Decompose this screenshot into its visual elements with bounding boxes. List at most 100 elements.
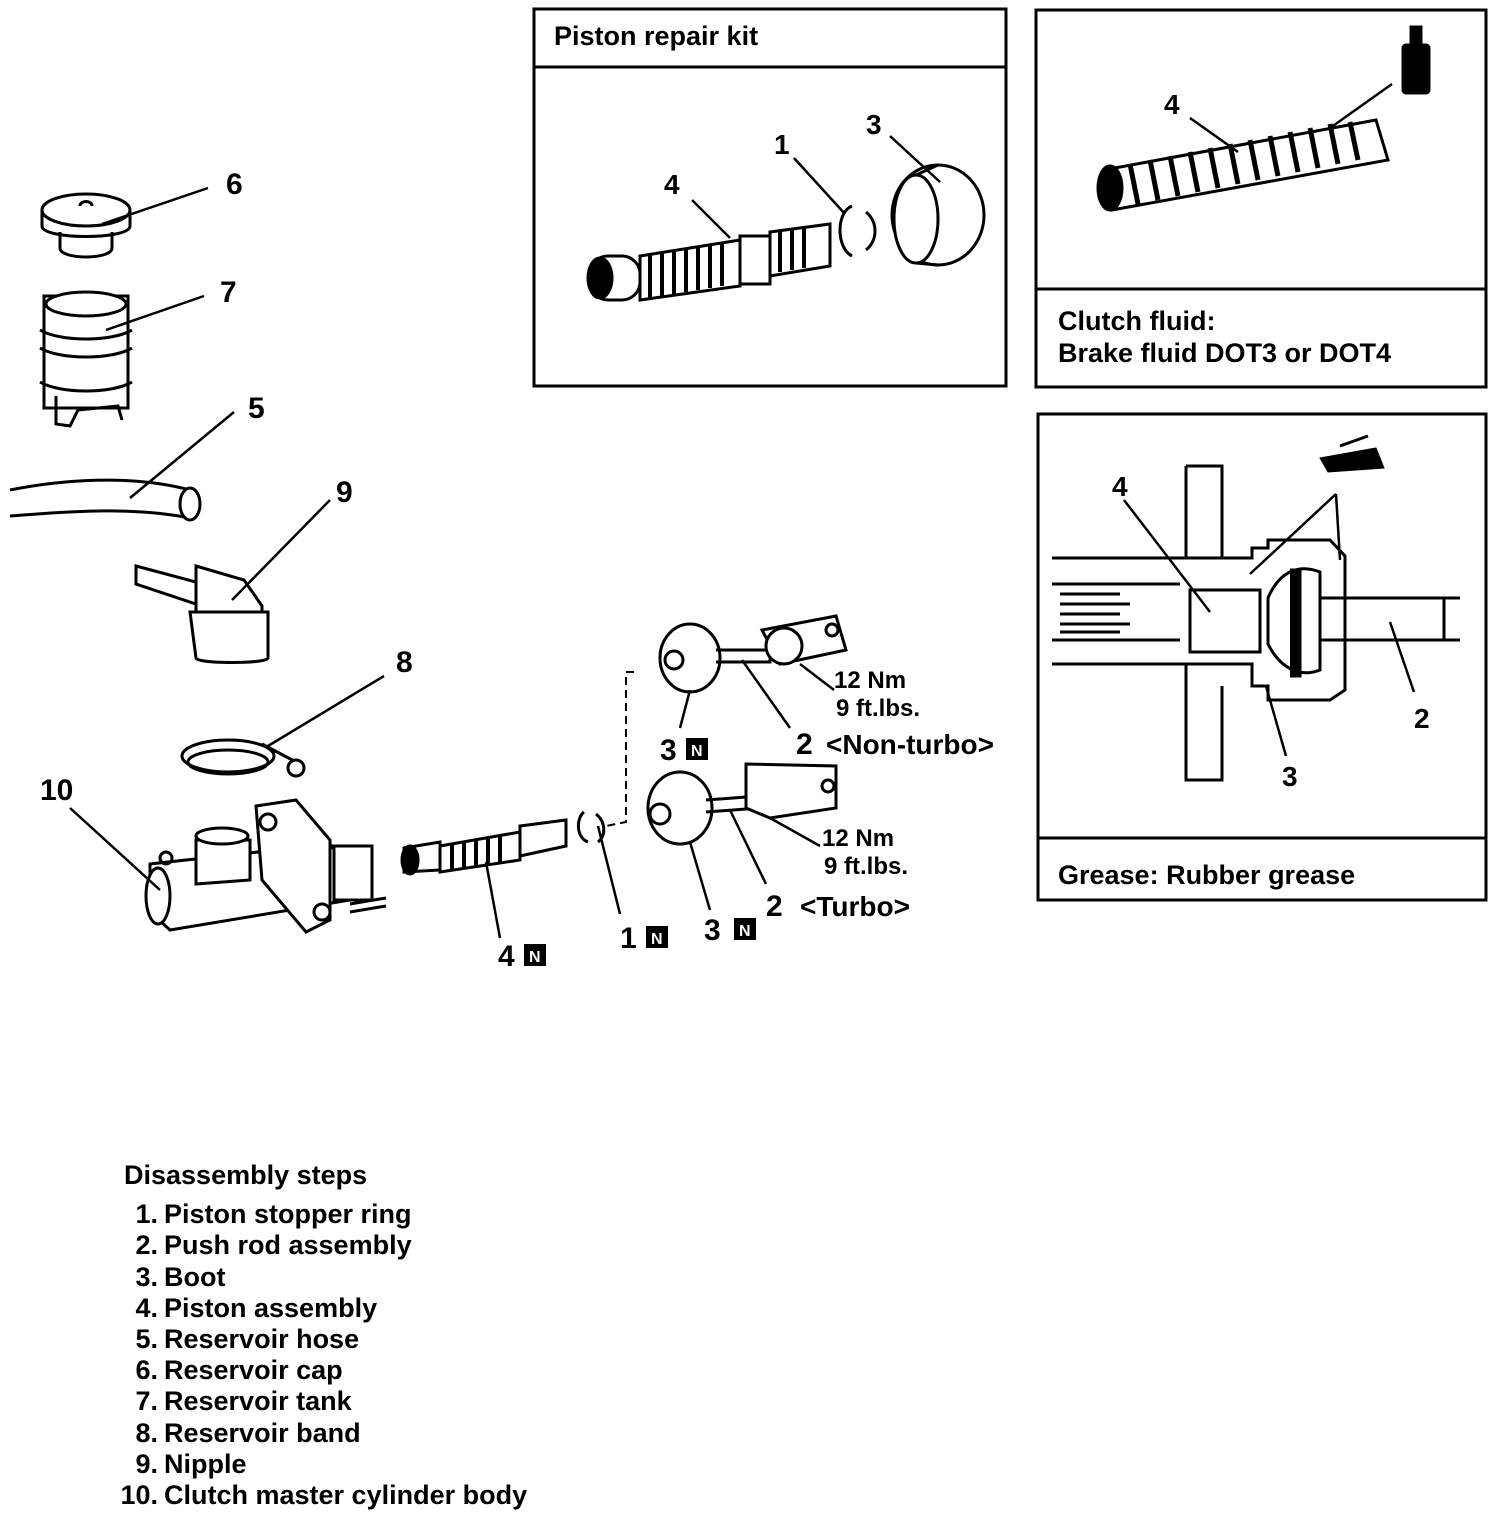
clutch-master-cylinder-body-part bbox=[144, 798, 387, 934]
step-number: 2. bbox=[135, 1230, 158, 1261]
grease-leader-gun-a bbox=[1249, 493, 1337, 575]
torque-ftlbs-turbo: 9 ft.lbs. bbox=[824, 853, 908, 880]
oil-can-icon bbox=[1401, 25, 1431, 95]
step-text: Nipple bbox=[164, 1448, 247, 1479]
reservoir-tank-part bbox=[39, 290, 133, 428]
grease-caption: Grease: Rubber grease bbox=[1058, 860, 1355, 890]
list-item: 5.Reservoir hose bbox=[104, 1324, 527, 1355]
callout-2-nonturbo: 2 bbox=[796, 728, 813, 761]
push-rod-nonturbo-part bbox=[658, 614, 848, 694]
list-item: 2.Push rod assembly bbox=[104, 1230, 527, 1261]
callout-10: 10 bbox=[40, 774, 73, 807]
step-number: 3. bbox=[135, 1261, 158, 1292]
list-item: 8.Reservoir band bbox=[104, 1418, 527, 1449]
step-number: 7. bbox=[135, 1386, 158, 1417]
leader-9 bbox=[231, 499, 331, 601]
kit-leader-4 bbox=[691, 199, 731, 239]
leader-3-nonturbo bbox=[678, 689, 692, 729]
kit-callout-3: 3 bbox=[866, 109, 882, 140]
kit-piston-illustration bbox=[586, 163, 986, 302]
callout-8: 8 bbox=[396, 646, 413, 679]
turbo-label: <Turbo> bbox=[800, 891, 910, 922]
step-number: 1. bbox=[135, 1199, 158, 1230]
leader-10 bbox=[69, 807, 161, 891]
grease-leader-gun-b bbox=[1334, 493, 1342, 561]
callout-1-main: 1 bbox=[620, 922, 637, 955]
n-mark-text: N bbox=[529, 949, 541, 966]
fluid-leader-can bbox=[1329, 82, 1393, 130]
step-text: Reservoir hose bbox=[164, 1324, 360, 1355]
replace-n-icon bbox=[646, 926, 668, 948]
disassembly-steps: Disassembly steps 1.Piston stopper ring … bbox=[104, 1160, 527, 1511]
n-mark-text: N bbox=[691, 743, 703, 760]
leader-8 bbox=[267, 674, 385, 748]
callout-3-nonturbo: 3 bbox=[660, 734, 677, 767]
step-text: Reservoir tank bbox=[164, 1386, 352, 1417]
grease-callout-4: 4 bbox=[1112, 471, 1128, 502]
step-number: 4. bbox=[135, 1292, 158, 1323]
grease-leader-3 bbox=[1264, 685, 1288, 757]
callout-4-main: 4 bbox=[498, 940, 515, 973]
callout-9: 9 bbox=[336, 476, 353, 509]
torque-ftlbs-nonturbo: 9 ft.lbs. bbox=[836, 695, 920, 722]
nipple-part bbox=[134, 564, 270, 664]
leader-5 bbox=[129, 411, 235, 499]
disassembly-title: Disassembly steps bbox=[124, 1160, 368, 1190]
list-item: 9.Nipple bbox=[104, 1449, 527, 1480]
callout-3-turbo: 3 bbox=[704, 914, 721, 947]
list-item: 6.Reservoir cap bbox=[104, 1355, 527, 1386]
leader-2-nonturbo bbox=[740, 659, 792, 729]
step-text: Clutch master cylinder body bbox=[164, 1480, 528, 1511]
step-text: Reservoir cap bbox=[164, 1355, 343, 1386]
reservoir-band-part bbox=[180, 738, 306, 778]
n-mark-text: N bbox=[651, 931, 663, 948]
replace-n-icon bbox=[686, 738, 708, 760]
grease-gun-icon bbox=[1319, 434, 1385, 473]
step-text: Push rod assembly bbox=[164, 1230, 412, 1261]
callout-7: 7 bbox=[220, 276, 237, 309]
fluid-callout-4: 4 bbox=[1164, 89, 1180, 120]
replace-n-icon bbox=[734, 918, 756, 940]
boot-alignment-line bbox=[605, 671, 634, 827]
step-text: Reservoir band bbox=[164, 1417, 361, 1448]
kit-leader-1 bbox=[793, 157, 846, 215]
grease-leader-2 bbox=[1388, 621, 1416, 693]
n-mark-text: N bbox=[739, 923, 751, 940]
step-text: Boot bbox=[164, 1261, 226, 1292]
step-text: Piston assembly bbox=[164, 1292, 378, 1323]
leader-2-turbo bbox=[728, 809, 768, 885]
push-rod-turbo-part bbox=[646, 762, 838, 846]
callout-5: 5 bbox=[248, 392, 265, 425]
replace-n-icon bbox=[524, 944, 546, 966]
grease-leader-4 bbox=[1123, 499, 1211, 613]
step-number: 8. bbox=[135, 1417, 158, 1448]
leader-6 bbox=[101, 186, 209, 226]
grease-callout-3: 3 bbox=[1282, 761, 1298, 792]
clutch-fluid-caption-2: Brake fluid DOT3 or DOT4 bbox=[1058, 338, 1391, 368]
step-number: 6. bbox=[135, 1355, 158, 1386]
kit-callout-4: 4 bbox=[664, 169, 680, 200]
piston-assembly-part bbox=[400, 810, 606, 876]
fluid-leader-4 bbox=[1189, 116, 1239, 154]
torque-nm-turbo: 12 Nm bbox=[822, 825, 894, 852]
fluid-piston-illustration bbox=[1096, 118, 1390, 212]
leader-4-main bbox=[484, 861, 502, 939]
list-item: 1.Piston stopper ring bbox=[104, 1199, 527, 1230]
leader-3-turbo bbox=[688, 841, 712, 911]
step-text: Piston stopper ring bbox=[164, 1199, 412, 1230]
grease-box: 4 2 3 Grease: Rubber grease bbox=[1036, 412, 1488, 902]
clutch-fluid-caption-1: Clutch fluid: bbox=[1058, 306, 1215, 336]
torque-nm-nonturbo: 12 Nm bbox=[834, 667, 906, 694]
piston-kit-title: Piston repair kit bbox=[554, 21, 758, 51]
step-number: 10. bbox=[120, 1480, 158, 1511]
grease-callout-2: 2 bbox=[1414, 703, 1430, 734]
reservoir-cap-part bbox=[40, 192, 132, 259]
kit-callout-1: 1 bbox=[774, 129, 790, 160]
list-item: 10.Clutch master cylinder body bbox=[104, 1480, 527, 1511]
leader-torque-nonturbo bbox=[799, 663, 835, 691]
list-item: 4.Piston assembly bbox=[104, 1293, 527, 1324]
cylinder-section-illustration bbox=[1052, 464, 1460, 782]
reservoir-hose-part bbox=[9, 478, 202, 522]
nonturbo-label: <Non-turbo> bbox=[826, 729, 994, 760]
